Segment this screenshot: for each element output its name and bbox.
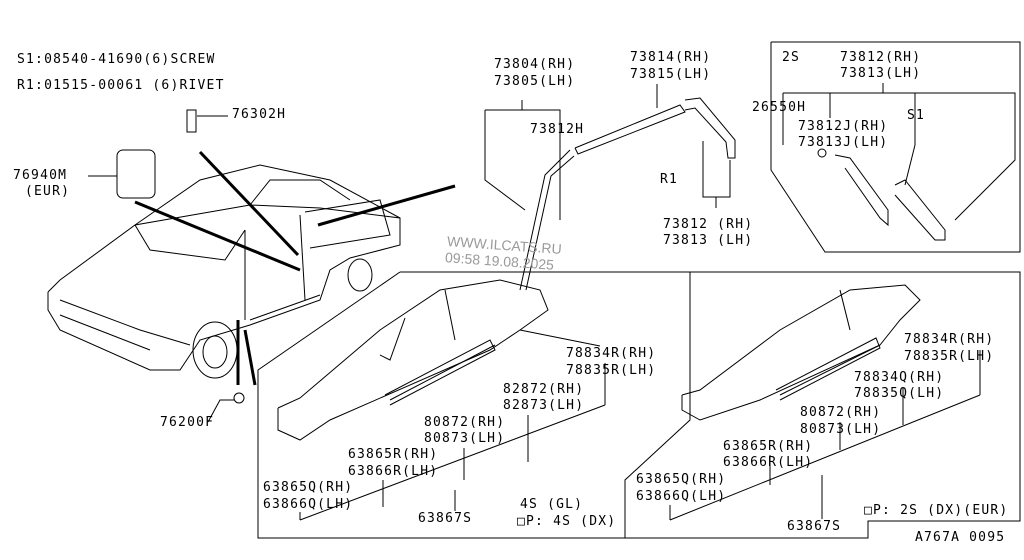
4s-label-63866q: 63866Q(LH) bbox=[263, 497, 354, 512]
inset-label-26550h: 26550H bbox=[752, 100, 807, 115]
car-2s-drawing bbox=[669, 284, 981, 521]
inset-parts-drawing bbox=[782, 83, 1016, 241]
roof-moldings-drawing bbox=[484, 84, 736, 291]
label-73815: 73815(LH) bbox=[630, 67, 712, 82]
2s-label-80872: 80872(RH) bbox=[800, 405, 882, 420]
part-76200f-clip bbox=[233, 392, 245, 404]
2s-label-78834r: 78834R(RH) bbox=[904, 332, 995, 347]
2s-label-80873: 80873(LH) bbox=[800, 422, 882, 437]
note-s1-screw: S1:08540-41690(6)SCREW bbox=[17, 52, 216, 67]
label-73813: 73813 (LH) bbox=[663, 233, 754, 248]
2s-label-63866q: 63866Q(LH) bbox=[636, 489, 727, 504]
4s-label-78834r: 78834R(RH) bbox=[566, 346, 657, 361]
2s-option-label: □P: 2S (DX)(EUR) bbox=[864, 503, 1009, 518]
4s-label-63865r: 63865R(RH) bbox=[348, 447, 439, 462]
2s-label-63865r: 63865R(RH) bbox=[723, 439, 814, 454]
label-73812: 73812 (RH) bbox=[663, 217, 754, 232]
label-73805: 73805(LH) bbox=[494, 74, 576, 89]
2s-label-78835q: 78835Q(LH) bbox=[854, 386, 945, 401]
part-76302h-bracket bbox=[186, 109, 197, 133]
bottom-panels-frame bbox=[257, 271, 1021, 539]
2s-label-63865q: 63865Q(RH) bbox=[636, 472, 727, 487]
2s-label-78835r: 78835R(LH) bbox=[904, 349, 995, 364]
label-r1: R1 bbox=[660, 172, 679, 187]
4s-label-78835r: 78835R(LH) bbox=[566, 363, 657, 378]
2s-label-78834q: 78834Q(RH) bbox=[854, 370, 945, 385]
note-r1-rivet: R1:01515-00061 (6)RIVET bbox=[17, 78, 225, 93]
inset-title-2s: 2S bbox=[782, 50, 801, 65]
label-76302h: 76302H bbox=[232, 107, 287, 122]
4s-label-63865q: 63865Q(RH) bbox=[263, 480, 354, 495]
4s-label-63866r: 63866R(LH) bbox=[348, 464, 439, 479]
label-eur: (EUR) bbox=[25, 184, 71, 199]
inset-label-73812: 73812(RH) bbox=[840, 50, 922, 65]
main-car-drawing bbox=[47, 164, 401, 379]
car-4s-drawing bbox=[277, 279, 606, 521]
inset-label-73813: 73813(LH) bbox=[840, 66, 922, 81]
4s-label-63867s: 63867S bbox=[418, 511, 473, 526]
label-73804: 73804(RH) bbox=[494, 57, 576, 72]
inset-label-73813j: 73813J(LH) bbox=[798, 135, 889, 150]
2s-label-63867s: 63867S bbox=[787, 519, 842, 534]
4s-label-82872: 82872(RH) bbox=[503, 382, 585, 397]
inset-label-s1: S1 bbox=[907, 108, 926, 123]
part-76940m-housing bbox=[116, 149, 156, 199]
label-76200f: 76200F bbox=[160, 415, 215, 430]
2s-label-63866r: 63866R(LH) bbox=[723, 455, 814, 470]
inset-2s-frame bbox=[770, 41, 1021, 253]
4s-label-80872: 80872(RH) bbox=[424, 415, 506, 430]
label-73814: 73814(RH) bbox=[630, 50, 712, 65]
4s-variant-label: 4S (GL) bbox=[520, 497, 584, 512]
label-76940m: 76940M bbox=[13, 168, 68, 183]
diagram-code: A767A 0095 bbox=[915, 530, 1006, 545]
4s-option-label: □P: 4S (DX) bbox=[517, 514, 617, 529]
panel-divider bbox=[624, 272, 691, 538]
4s-label-80873: 80873(LH) bbox=[424, 431, 506, 446]
label-73812h: 73812H bbox=[530, 122, 585, 137]
4s-label-82873: 82873(LH) bbox=[503, 398, 585, 413]
callout-arrows bbox=[134, 150, 456, 386]
inset-label-73812j: 73812J(RH) bbox=[798, 119, 889, 134]
